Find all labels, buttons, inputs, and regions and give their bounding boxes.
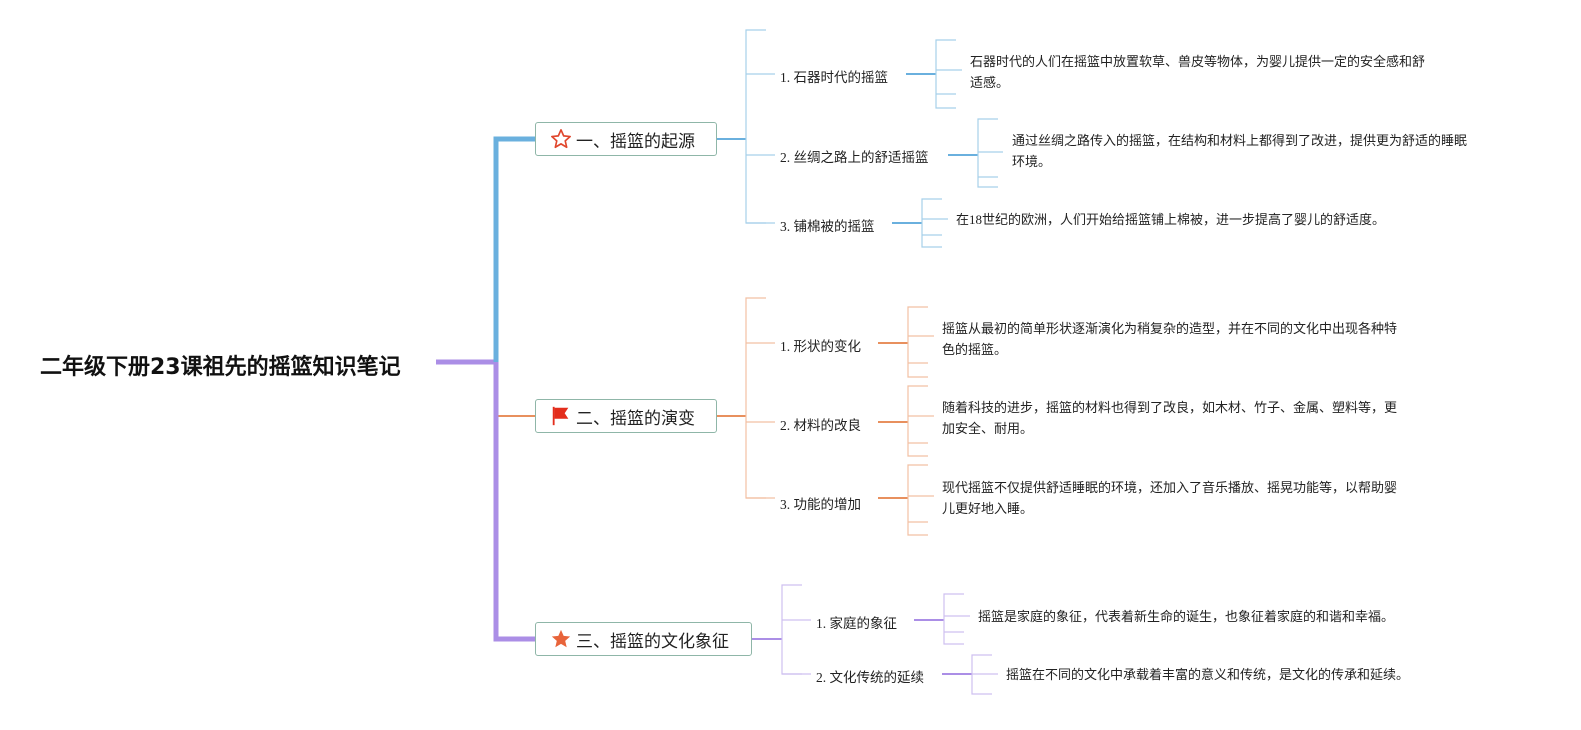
description-line: 加安全、耐用。 [942, 421, 1034, 436]
connector-root-sec1 [493, 136, 536, 362]
sub-topic[interactable]: 3. 功能的增加 [780, 497, 861, 512]
sub-topic[interactable]: 1. 石器时代的摇篮 [780, 70, 888, 85]
sub-topic[interactable]: 1. 形状的变化 [780, 339, 861, 354]
star-filled-icon [550, 628, 572, 650]
description-line: 现代摇篮不仅提供舒适睡眠的环境，还加入了音乐播放、摇晃功能等，以帮助婴 [942, 480, 1398, 495]
sub-topic[interactable]: 3. 铺棉被的摇篮 [780, 219, 875, 234]
section-1-label: 一、摇篮的起源 [576, 131, 695, 152]
description-line: 环境。 [1012, 154, 1052, 169]
description-line: 摇篮从最初的简单形状逐渐演化为稍复杂的造型，并在不同的文化中出现各种特 [942, 321, 1398, 336]
description-line: 通过丝绸之路传入的摇篮，在结构和材料上都得到了改进，提供更为舒适的睡眠 [1012, 133, 1468, 148]
description: 现代摇篮不仅提供舒适睡眠的环境，还加入了音乐播放、摇晃功能等，以帮助婴 儿更好地… [942, 477, 1442, 519]
red-flag-icon [550, 405, 572, 427]
description: 在18世纪的欧洲，人们开始给摇篮铺上棉被，进一步提高了婴儿的舒适度。 [956, 209, 1456, 230]
description: 通过丝绸之路传入的摇篮，在结构和材料上都得到了改进，提供更为舒适的睡眠 环境。 [1012, 130, 1512, 172]
section-1-box[interactable]: 一、摇篮的起源 [535, 122, 717, 156]
description-line: 色的摇篮。 [942, 342, 1008, 357]
description: 石器时代的人们在摇篮中放置软草、兽皮等物体，为婴儿提供一定的安全感和舒 适感。 [970, 51, 1470, 93]
description: 摇篮在不同的文化中承载着丰富的意义和传统，是文化的传承和延续。 [1006, 664, 1506, 685]
sub-topic[interactable]: 2. 丝绸之路上的舒适摇篮 [780, 150, 929, 165]
section-3-box[interactable]: 三、摇篮的文化象征 [535, 622, 752, 656]
sec1-connectors [716, 29, 1003, 248]
connector-root-sec3 [493, 362, 536, 642]
description-line: 儿更好地入睡。 [942, 501, 1034, 516]
section-2-box[interactable]: 二、摇篮的演变 [535, 399, 717, 433]
section-2-label: 二、摇篮的演变 [576, 408, 695, 429]
description: 摇篮从最初的简单形状逐渐演化为稍复杂的造型，并在不同的文化中出现各种特 色的摇篮… [942, 318, 1442, 360]
description-line: 随着科技的进步，摇篮的材料也得到了改良，如木材、竹子、金属、塑料等，更 [942, 400, 1398, 415]
star-outline-icon [550, 128, 572, 150]
description-line: 在18世纪的欧洲，人们开始给摇篮铺上棉被，进一步提高了婴儿的舒适度。 [956, 212, 1386, 227]
description: 随着科技的进步，摇篮的材料也得到了改良，如木材、竹子、金属、塑料等，更 加安全、… [942, 397, 1442, 439]
description-line: 摇篮是家庭的象征，代表着新生命的诞生，也象征着家庭的和谐和幸福。 [978, 609, 1395, 624]
sec2-connectors [716, 297, 934, 536]
description-line: 摇篮在不同的文化中承载着丰富的意义和传统，是文化的传承和延续。 [1006, 667, 1410, 682]
sub-topic[interactable]: 2. 文化传统的延续 [816, 670, 924, 685]
description-line: 石器时代的人们在摇篮中放置软草、兽皮等物体，为婴儿提供一定的安全感和舒 [970, 54, 1426, 69]
description: 摇篮是家庭的象征，代表着新生命的诞生，也象征着家庭的和谐和幸福。 [978, 606, 1478, 627]
section-3-label: 三、摇篮的文化象征 [576, 631, 729, 652]
description-line: 适感。 [970, 75, 1010, 90]
root-title[interactable]: 二年级下册23课祖先的摇篮知识笔记 [40, 355, 401, 380]
sec3-connectors [752, 584, 998, 695]
sub-topic[interactable]: 2. 材料的改良 [780, 418, 861, 433]
sub-topic[interactable]: 1. 家庭的象征 [816, 616, 897, 631]
